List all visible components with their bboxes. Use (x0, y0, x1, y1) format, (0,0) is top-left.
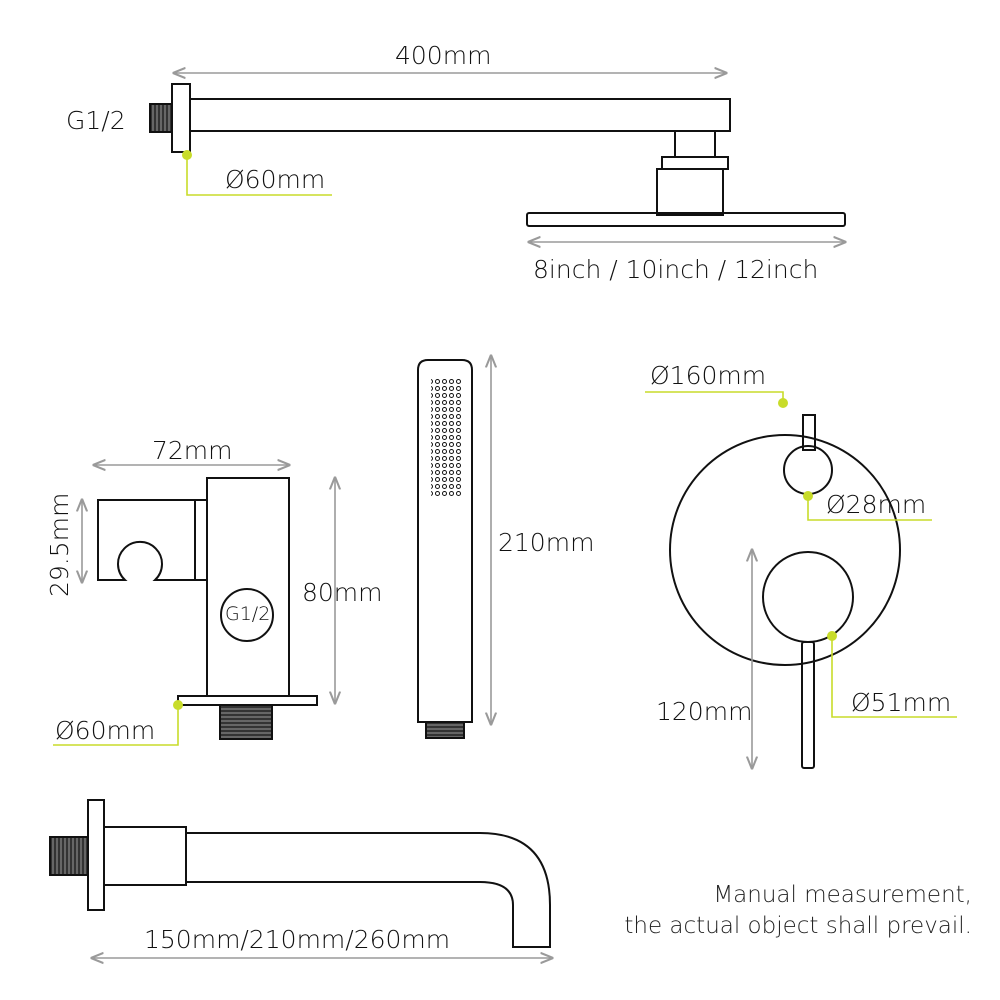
handset-length-label: 210mm (498, 528, 595, 557)
plate-diameter-label: Ø160mm (650, 361, 767, 390)
mixer-dimension-lines (645, 391, 957, 768)
holder-width-label: 72mm (152, 436, 233, 465)
arm-dimension-lines (174, 73, 845, 242)
handset (417, 359, 473, 739)
handset-holder (97, 477, 318, 740)
holder-height-label: 80mm (302, 578, 383, 607)
holder-flange-label: Ø60mm (55, 716, 156, 745)
measurement-note: Manual measurement, the actual object sh… (624, 880, 972, 942)
knob-small-label: Ø28mm (826, 490, 927, 519)
arm-thread-label: G1/2 (66, 106, 126, 135)
note-line-2: the actual object shall prevail. (624, 913, 972, 940)
arm-flange-label: Ø60mm (225, 165, 326, 194)
holder-slot-label: 29.5mm (45, 492, 74, 597)
diverter-mixer (669, 414, 901, 769)
handle-length-label: 120mm (656, 697, 753, 726)
note-line-1: Manual measurement, (713, 882, 972, 908)
knob-large-label: Ø51mm (851, 688, 952, 717)
holder-thread-label: G1/2 (225, 603, 271, 625)
arm-length-label: 400mm (395, 41, 492, 70)
holder-dimension-lines (53, 465, 335, 746)
spout-length-label: 150mm/210mm/260mm (144, 925, 451, 954)
head-size-label: 8inch / 10inch / 12inch (533, 255, 819, 284)
bath-spout (49, 799, 551, 948)
shower-arm (149, 83, 846, 227)
